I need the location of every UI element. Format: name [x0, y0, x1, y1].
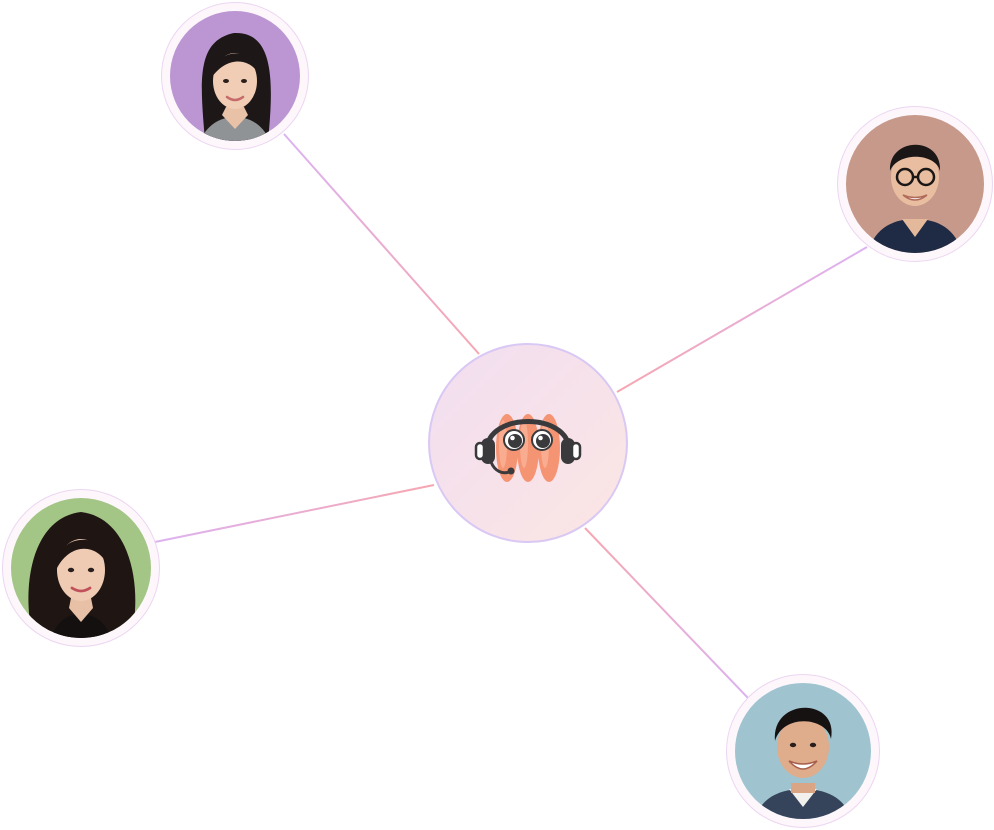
avatar: [735, 683, 871, 819]
avatar: [11, 498, 151, 638]
avatar-node-3[interactable]: [2, 489, 160, 647]
avatar-node-1[interactable]: [161, 2, 309, 150]
avatar-node-2[interactable]: [837, 106, 993, 262]
woman-avatar-icon: [170, 11, 300, 141]
woman-avatar-icon: [11, 498, 151, 638]
connector-line-4: [584, 527, 749, 699]
man-avatar-icon: [735, 683, 871, 819]
connector-line-2: [616, 246, 868, 393]
avatar: [846, 115, 984, 253]
connector-line-3: [149, 484, 435, 544]
connector-line-1: [283, 133, 480, 355]
avatar-node-4[interactable]: [726, 674, 880, 828]
hub-node[interactable]: [428, 343, 628, 543]
avatar: [170, 11, 300, 141]
man-with-glasses-avatar-icon: [846, 115, 984, 253]
headset-mascot-icon: [474, 414, 582, 482]
